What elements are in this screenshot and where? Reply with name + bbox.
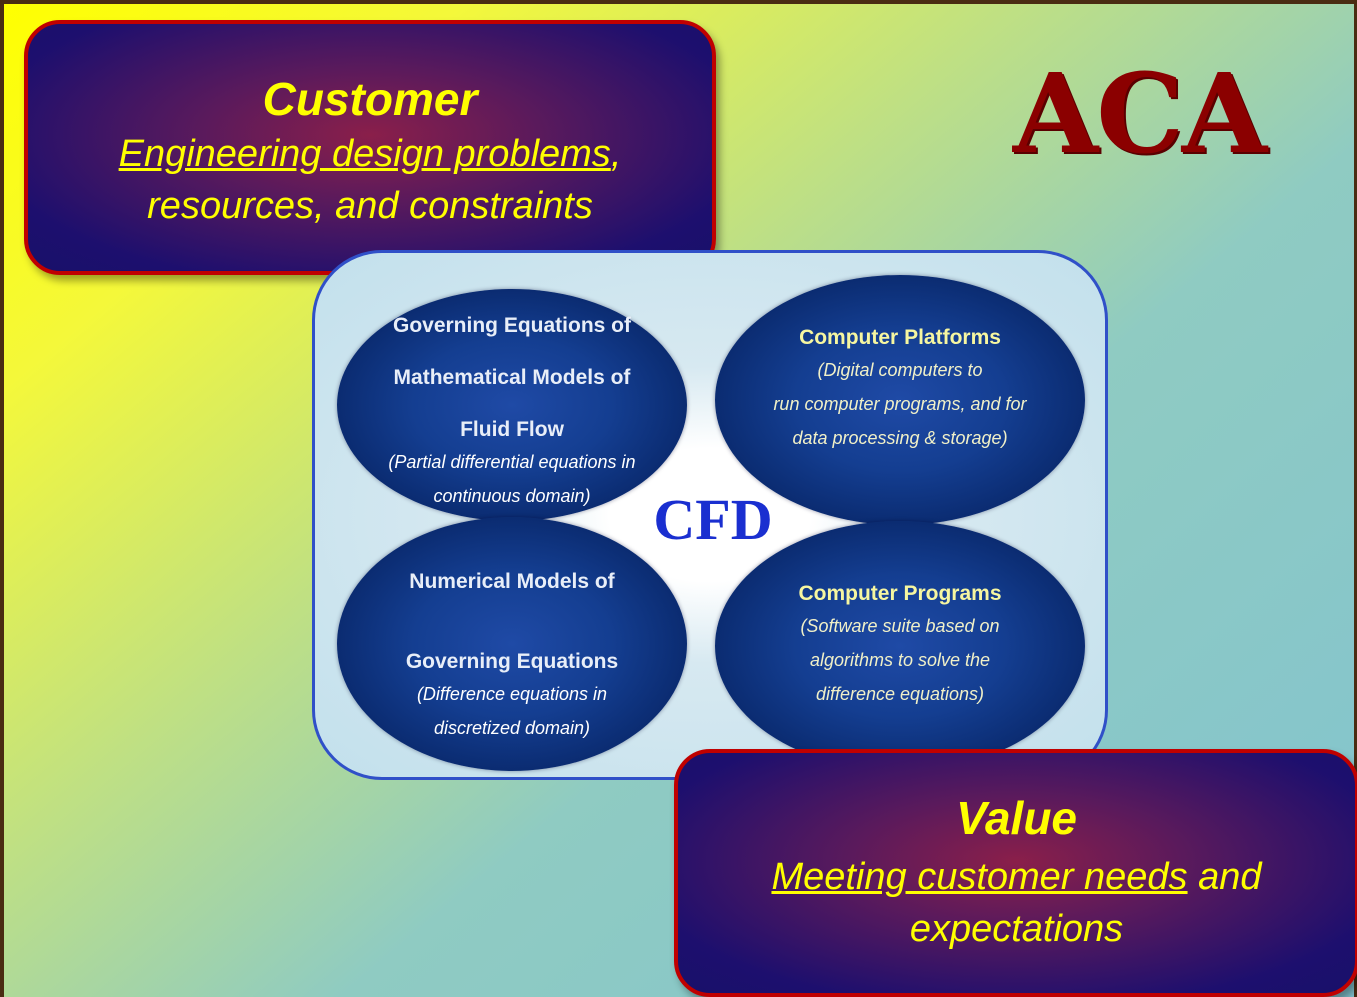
numerical-heading-line-2: Governing Equations <box>405 650 619 673</box>
value-callout: Value Meeting customer needs and expecta… <box>674 749 1357 997</box>
governing-equations-oval: Governing Equations of Mathematical Mode… <box>337 289 687 521</box>
governing-heading-line-2: Mathematical Models of <box>393 366 631 389</box>
platforms-heading: Computer Platforms <box>799 326 1001 349</box>
governing-sub-line-2: continuous domain) <box>433 486 591 506</box>
numerical-sub-line-1: (Difference equations in <box>416 684 608 704</box>
programs-sub-line-1: (Software suite based on <box>800 616 1000 636</box>
programs-heading: Computer Programs <box>798 582 1002 605</box>
customer-description: Engineering design problems, resources, … <box>28 128 712 232</box>
customer-link-text: Engineering design problems <box>118 133 611 175</box>
programs-sub-line-2: algorithms to solve the <box>809 650 991 670</box>
numerical-models-oval: Numerical Models of Governing Equations … <box>337 517 687 771</box>
cfd-center-label: CFD <box>653 487 773 552</box>
computer-programs-oval: Computer Programs (Software suite based … <box>715 521 1085 771</box>
platforms-sub-line-1: (Digital computers to <box>817 360 983 380</box>
value-title: Value <box>955 792 1078 844</box>
value-description: Meeting customer needs and expectations <box>678 851 1355 955</box>
customer-title: Customer <box>262 73 478 125</box>
governing-sub-line-1: (Partial differential equations in <box>388 452 636 472</box>
platforms-sub-line-3: data processing & storage) <box>792 428 1008 448</box>
programs-sub-line-3: difference equations) <box>815 684 985 704</box>
computer-platforms-oval: Computer Platforms (Digital computers to… <box>715 275 1085 525</box>
platforms-sub-line-2: run computer programs, and for <box>773 394 1027 414</box>
aca-logo: ACA <box>1012 49 1267 178</box>
customer-rest-text: resources, and constraints <box>147 185 593 227</box>
numerical-sub-line-2: discretized domain) <box>433 718 591 738</box>
governing-heading-line-3: Fluid Flow <box>460 418 564 441</box>
customer-separator: , <box>610 133 622 175</box>
numerical-heading-line-1: Numerical Models of <box>409 570 615 593</box>
customer-callout: Customer Engineering design problems, re… <box>24 20 716 275</box>
cfd-diagram: Governing Equations of Mathematical Mode… <box>312 250 1108 780</box>
value-link-text: Meeting customer needs <box>771 856 1188 898</box>
value-rest-text-1: and <box>1187 856 1262 898</box>
value-rest-text-2: expectations <box>909 908 1124 950</box>
governing-heading-line-1: Governing Equations of <box>392 314 631 337</box>
